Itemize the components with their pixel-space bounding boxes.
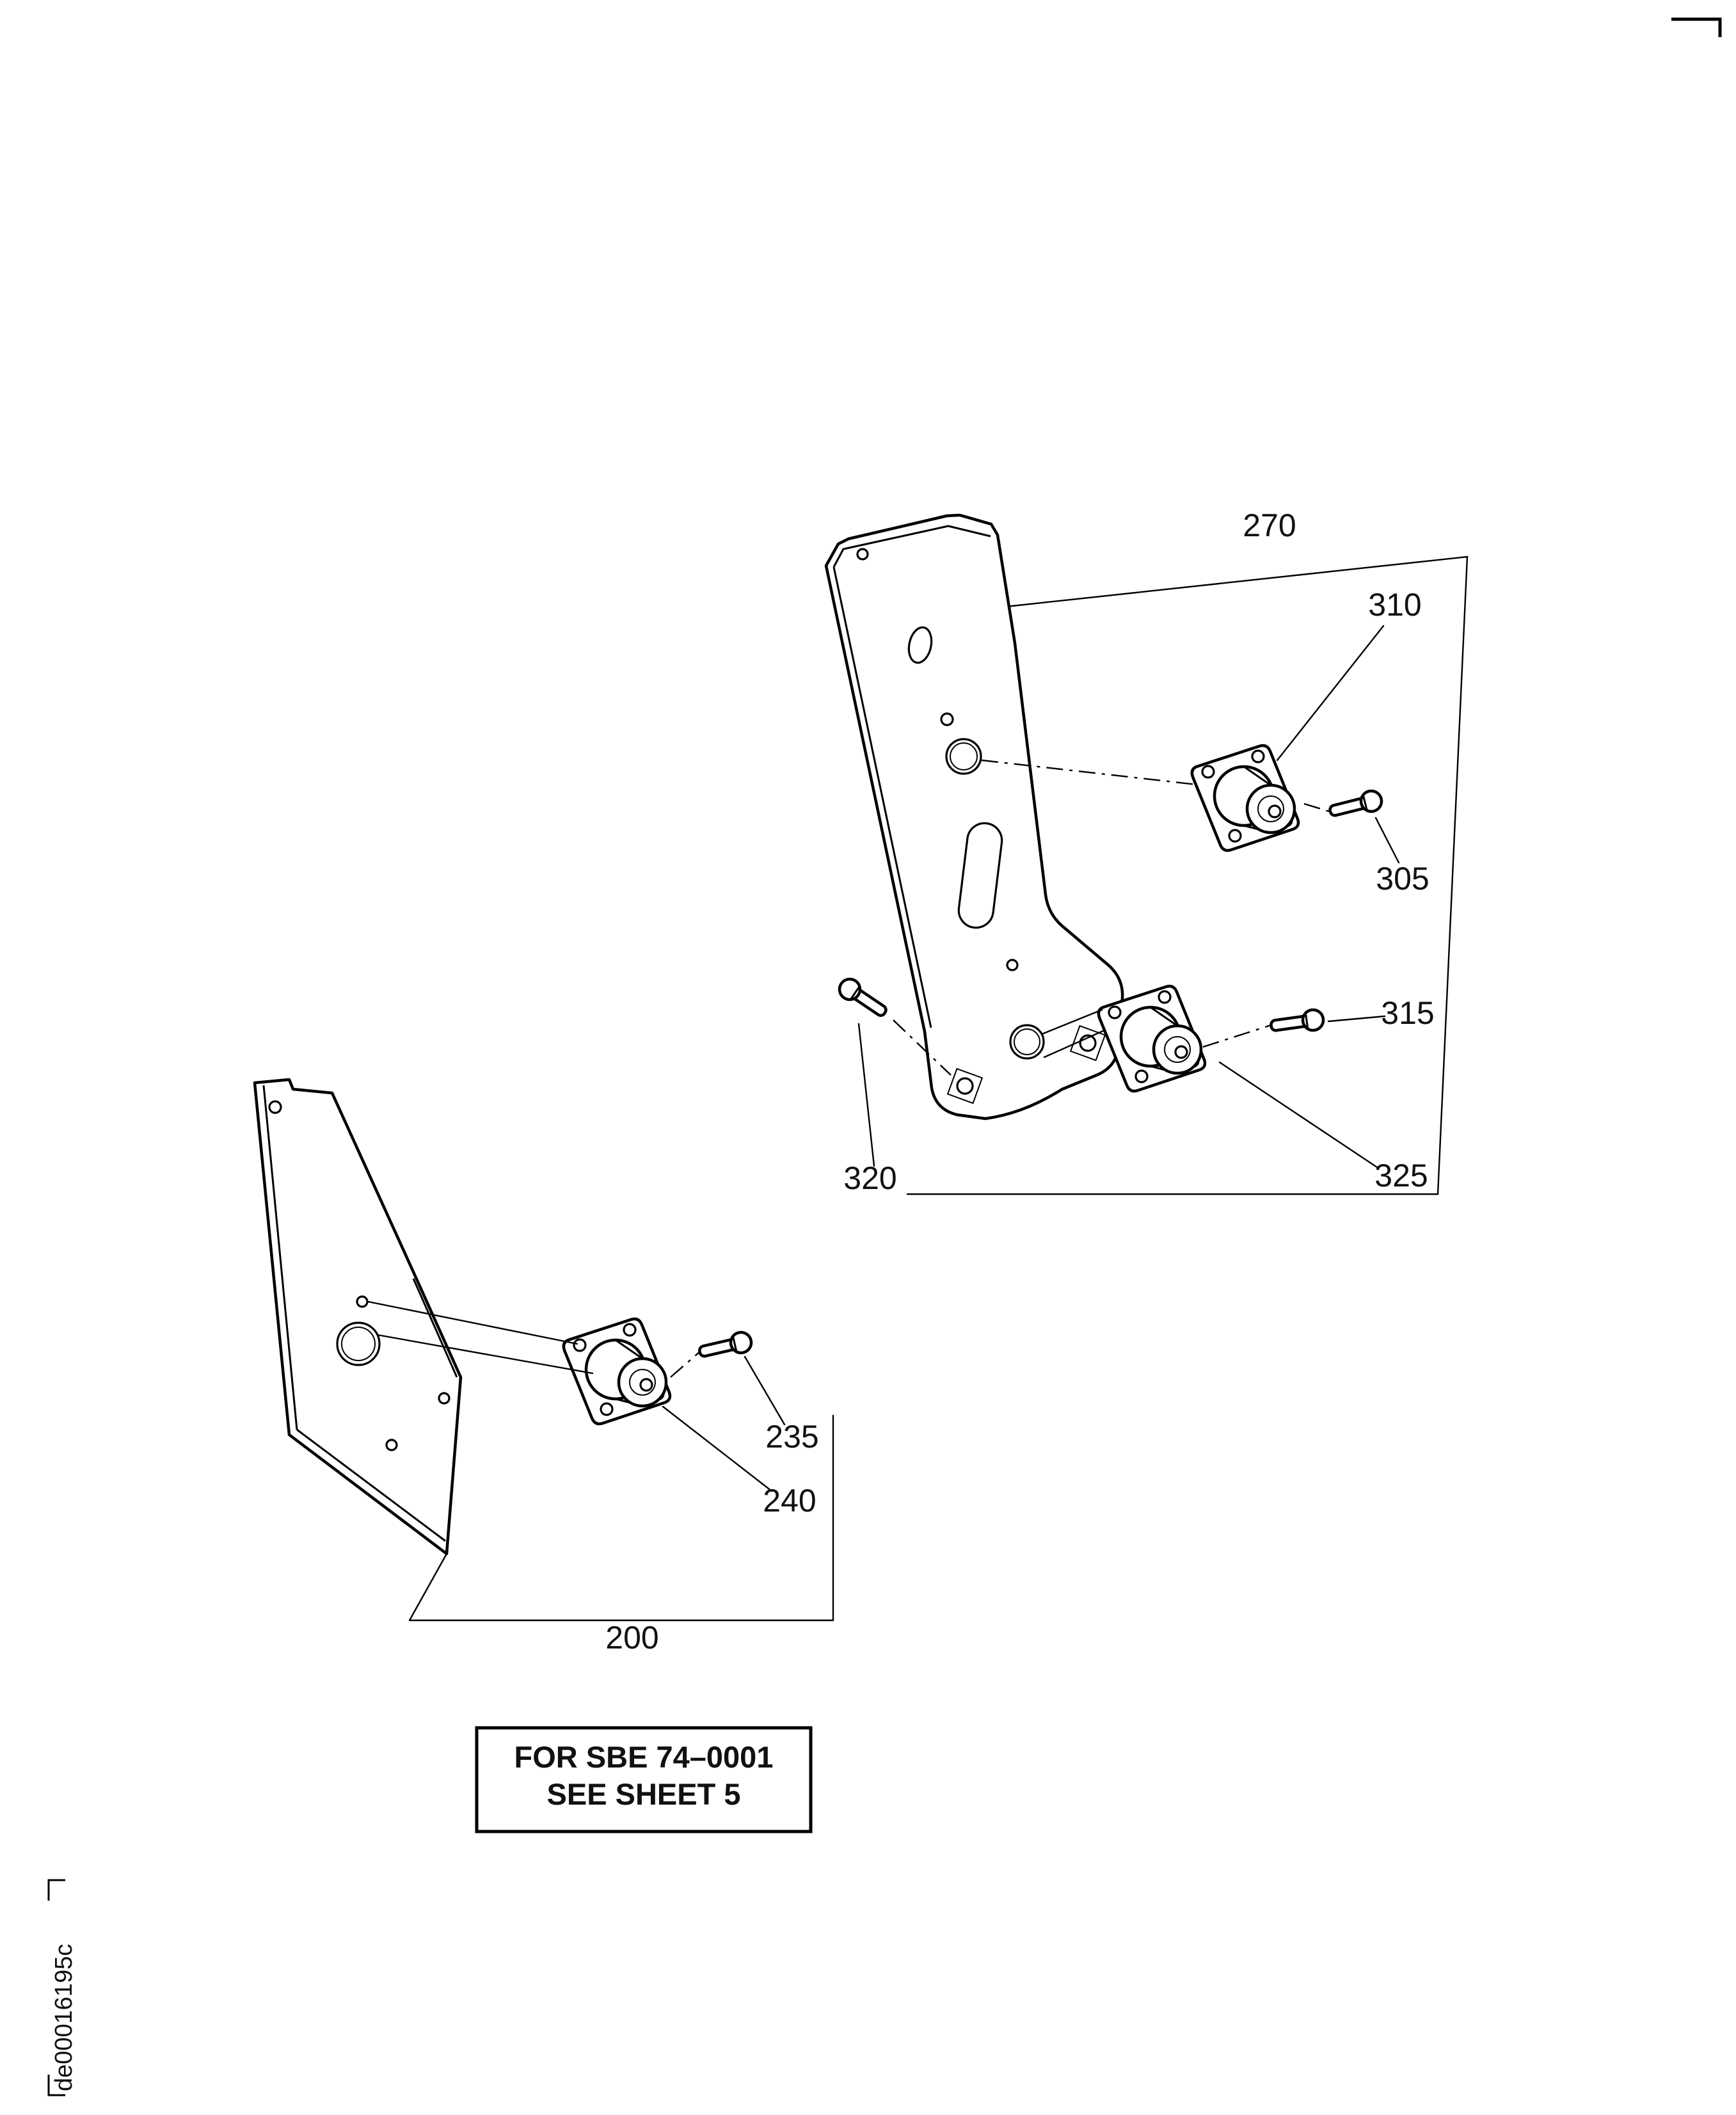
corner-mark-icon (1671, 17, 1722, 37)
bracket-left-foot-hole (956, 1077, 974, 1095)
alignment-lines (367, 759, 1334, 1378)
callout-325: 325 (1374, 1158, 1428, 1193)
callout-270: 270 (1243, 507, 1296, 543)
note-line-1: FOR SBE 74–0001 (514, 1740, 774, 1774)
callout-315: 315 (1381, 995, 1434, 1031)
upper-mounting-bracket (824, 513, 1124, 1121)
bracket-upper-bushing-hole (945, 738, 982, 775)
upper-screw (1328, 789, 1383, 822)
callout-240: 240 (763, 1483, 816, 1519)
lower-group-boundary (408, 1414, 834, 1622)
lower-bracket-bushing-hole (336, 1321, 381, 1366)
note-line-2: SEE SHEET 5 (547, 1777, 741, 1811)
callout-310: 310 (1368, 587, 1421, 623)
upper-flanged-bushing (1192, 746, 1298, 850)
bracket-lower-bushing-hole (1009, 1024, 1045, 1060)
bracket-top-hole (856, 548, 869, 561)
middle-screw (1270, 1009, 1325, 1036)
lower-mounting-bracket (253, 1078, 463, 1556)
upper-group-boundary (906, 555, 1469, 1195)
bracket-oval-hole (907, 626, 933, 664)
callout-200: 200 (605, 1620, 658, 1656)
reference-note-box: FOR SBE 74–0001 SEE SHEET 5 (475, 1726, 813, 1833)
callout-320: 320 (843, 1160, 896, 1196)
upper-leader-lines (857, 625, 1400, 1169)
callout-305: 305 (1376, 861, 1429, 897)
document-id: de00016195c (51, 1944, 77, 2091)
callout-235: 235 (765, 1419, 818, 1455)
left-screw (836, 975, 891, 1021)
bracket-slot (957, 822, 1003, 929)
document-id-block: de00016195c (47, 1879, 77, 2096)
lower-bracket-top-hole (268, 1100, 282, 1114)
lower-leader-lines (662, 1355, 786, 1492)
